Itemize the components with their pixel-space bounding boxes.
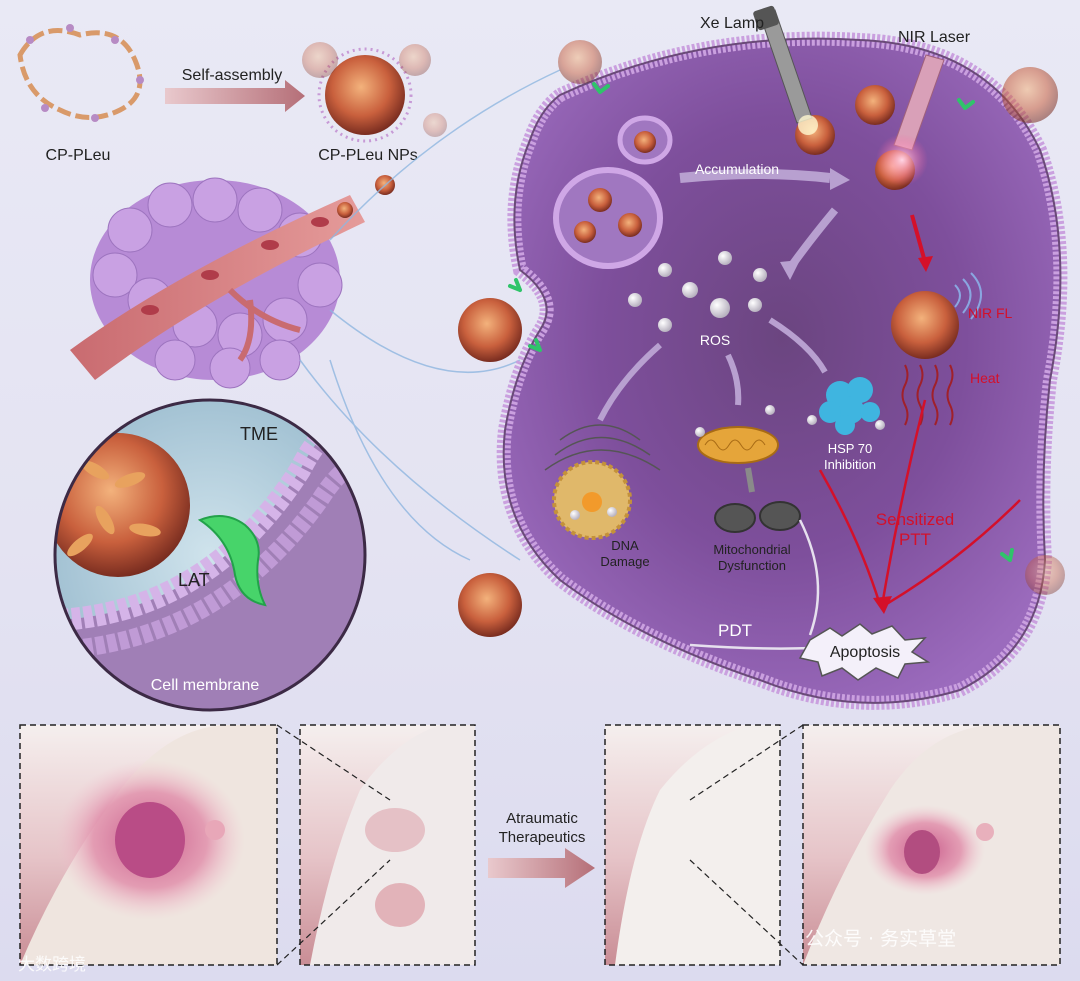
nir-laser-label: NIR Laser xyxy=(898,29,971,46)
tme-zoom-circle xyxy=(53,398,367,712)
dna-label-line1: DNA xyxy=(611,538,639,553)
sensitized-label-line1: Sensitized xyxy=(876,510,954,529)
tme-label: TME xyxy=(240,424,278,444)
nir-laser-icon xyxy=(876,54,945,186)
nir-fl-waves xyxy=(954,272,982,320)
photo-panel-1 xyxy=(19,724,278,966)
arrow-to-ros-head xyxy=(780,260,800,280)
photo-panel-4 xyxy=(802,724,1061,966)
laser-to-np-arrow-head xyxy=(918,256,933,272)
cp-pleu-nps-label: CP-PLeu NPs xyxy=(318,147,418,164)
sensitized-label-line2: PTT xyxy=(899,530,931,549)
accumulation-arrow xyxy=(679,168,850,190)
self-assembly-arrow xyxy=(165,80,305,112)
heat-label: Heat xyxy=(970,370,1000,386)
ptt-arrows xyxy=(818,399,1021,607)
nanoparticle-top xyxy=(302,42,447,143)
accumulation-label: Accumulation xyxy=(695,161,779,177)
cp-pleu-label: CP-PLeu xyxy=(46,147,111,164)
zoom-connector-right xyxy=(689,724,804,966)
mitochondrion-damaged xyxy=(714,501,801,533)
atraumatic-arrow xyxy=(488,848,595,888)
lat-label: LAT xyxy=(178,570,210,590)
self-assembly-label: Self-assembly xyxy=(182,67,282,84)
dna-label-line2: Damage xyxy=(600,554,649,569)
hsp70-label-line1: HSP 70 xyxy=(828,441,873,456)
mito-label-line1: Mitochondrial xyxy=(713,542,790,557)
cell-membrane-label: Cell membrane xyxy=(151,677,260,694)
hsp70-protein xyxy=(807,377,885,435)
apoptosis-burst xyxy=(798,623,931,681)
cancer-cell xyxy=(496,31,1068,710)
zoom-connector-left xyxy=(276,724,391,966)
atraumatic-label-line1: Atraumatic xyxy=(506,810,578,827)
pdt-label: PDT xyxy=(718,621,752,640)
ros-bubbles xyxy=(628,251,767,332)
apoptosis-label: Apoptosis xyxy=(830,644,900,661)
photo-panel-3 xyxy=(604,724,781,966)
xe-lamp-icon xyxy=(753,5,818,135)
atraumatic-label-line2: Therapeutics xyxy=(499,829,586,846)
nir-fl-label: NIR FL xyxy=(968,305,1013,321)
nucleus xyxy=(544,424,661,540)
laser-to-np-arrow xyxy=(910,214,927,263)
ros-arrows xyxy=(597,317,828,422)
cp-pleu-chain xyxy=(17,24,144,122)
tumor-illustration xyxy=(70,175,395,389)
ptt-arrowhead xyxy=(873,596,892,614)
mitochondrion-healthy xyxy=(695,405,779,464)
ros-label: ROS xyxy=(700,332,730,348)
photo-panel-2 xyxy=(299,724,476,966)
connector-rays xyxy=(299,69,561,561)
mito-label-line2: Dysfunction xyxy=(718,558,786,573)
xe-lamp-label: Xe Lamp xyxy=(700,15,764,32)
mito-arrow xyxy=(745,467,755,493)
pdt-arrows xyxy=(689,519,820,650)
hsp70-label-line2: Inhibition xyxy=(824,457,876,472)
watermark-right: 公众号 · 务实草堂 xyxy=(805,928,956,950)
watermark-left: 大数跨境 xyxy=(18,955,86,975)
